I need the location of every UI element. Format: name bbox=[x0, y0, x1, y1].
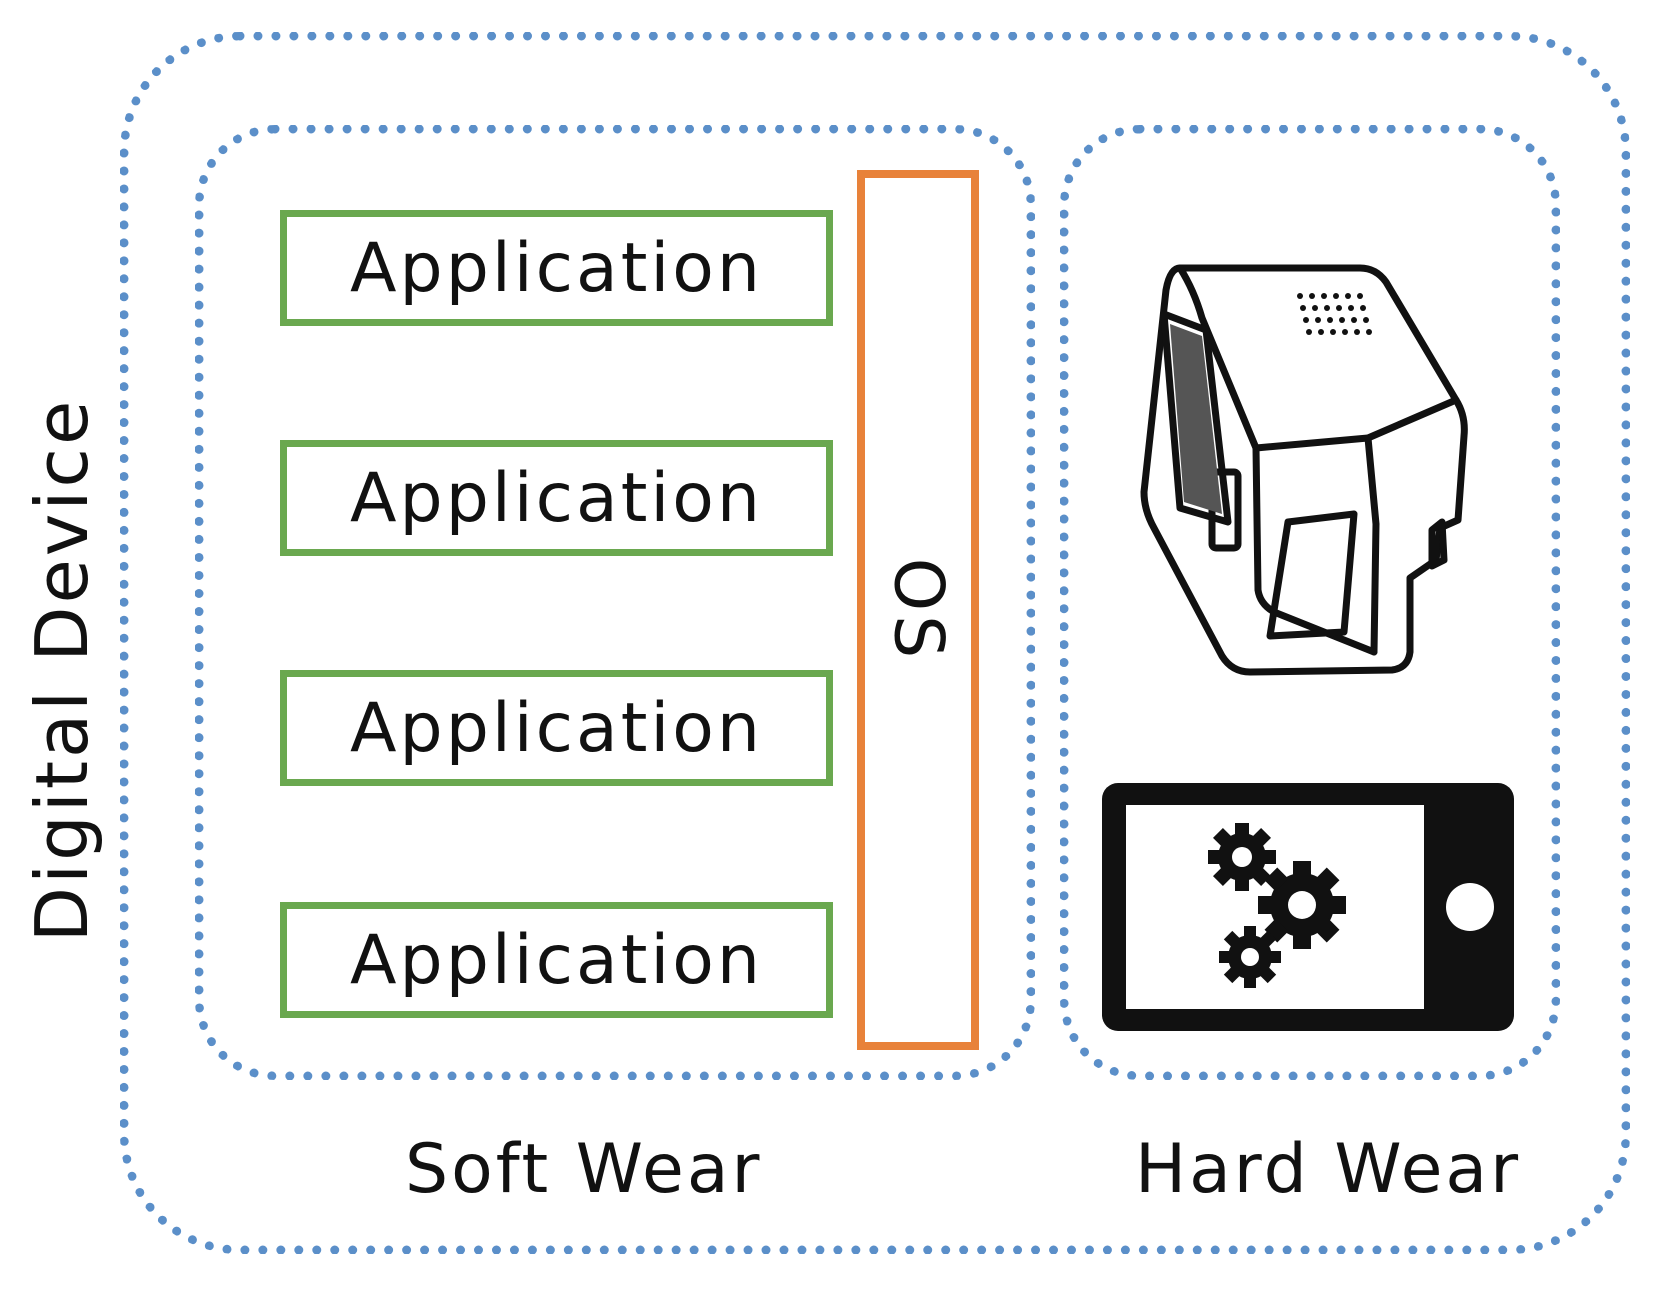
application-box: Application bbox=[280, 670, 833, 786]
software-container bbox=[195, 125, 1035, 1080]
digital-device-container bbox=[120, 32, 1630, 1254]
digital-device-label: Digital Device bbox=[20, 397, 104, 943]
os-label: OS bbox=[878, 557, 958, 663]
os-bar: OS bbox=[857, 170, 979, 1050]
software-label: Soft Wear bbox=[405, 1130, 763, 1209]
application-box: Application bbox=[280, 440, 833, 556]
smartphone-gears-icon bbox=[1102, 783, 1514, 1031]
hardware-container bbox=[1060, 125, 1560, 1080]
application-box: Application bbox=[280, 902, 833, 1018]
hardware-label: Hard Wear bbox=[1135, 1130, 1522, 1209]
printer-icon bbox=[1140, 264, 1468, 676]
application-box: Application bbox=[280, 210, 833, 326]
